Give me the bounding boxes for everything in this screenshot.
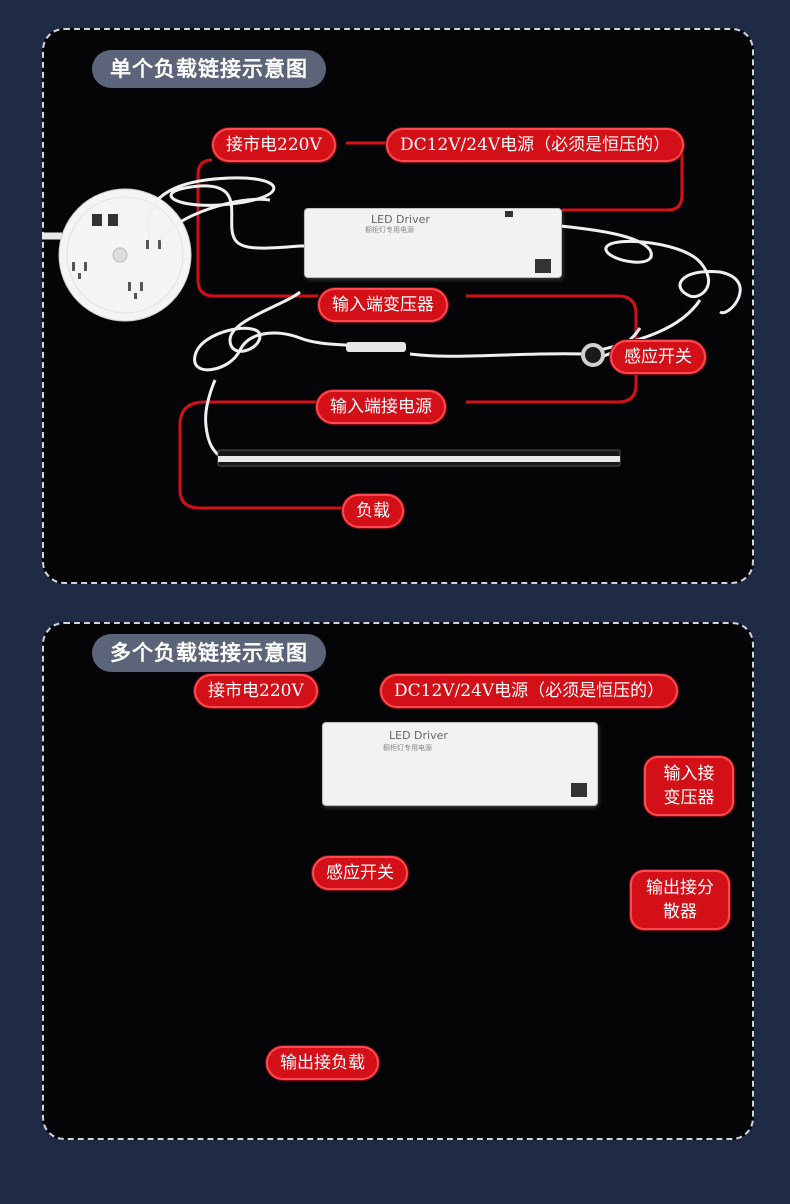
label-sensor-switch: 感应开关 xyxy=(610,340,706,374)
label-input-transformer-2: 输入接变压器 xyxy=(644,756,734,816)
driver-subtitle-1: 橱柜灯专用电源 xyxy=(365,225,414,235)
label-output-load: 输出接负载 xyxy=(266,1046,379,1080)
label-output-splitter: 输出接分散器 xyxy=(630,870,730,930)
terminal-block-2 xyxy=(571,783,587,797)
label-dc-power-supply-2: DC12V/24V电源（必须是恒压的） xyxy=(380,674,678,708)
label-mains-220v: 接市电220V xyxy=(212,128,336,162)
power-strip-1 xyxy=(42,189,191,321)
label-mains-220v-2: 接市电220V xyxy=(194,674,318,708)
label-sensor-switch-2: 感应开关 xyxy=(312,856,408,890)
sensor-switch-device-1 xyxy=(583,345,603,365)
label-input-transformer: 输入端变压器 xyxy=(318,288,448,322)
driver-port-1 xyxy=(505,211,513,217)
label-dc-power-supply: DC12V/24V电源（必须是恒压的） xyxy=(386,128,684,162)
terminal-block-1 xyxy=(535,259,551,273)
connector-1 xyxy=(346,342,406,352)
driver-name-2: LED Driver xyxy=(389,729,448,742)
led-driver-1: LED Driver 橱柜灯专用电源 xyxy=(304,208,562,278)
label-load: 负载 xyxy=(342,494,404,528)
multi-load-title: 多个负载链接示意图 xyxy=(92,634,326,672)
led-driver-2: LED Driver 橱柜灯专用电源 xyxy=(322,722,598,806)
label-input-power: 输入端接电源 xyxy=(316,390,446,424)
driver-subtitle-2: 橱柜灯专用电源 xyxy=(383,743,432,753)
